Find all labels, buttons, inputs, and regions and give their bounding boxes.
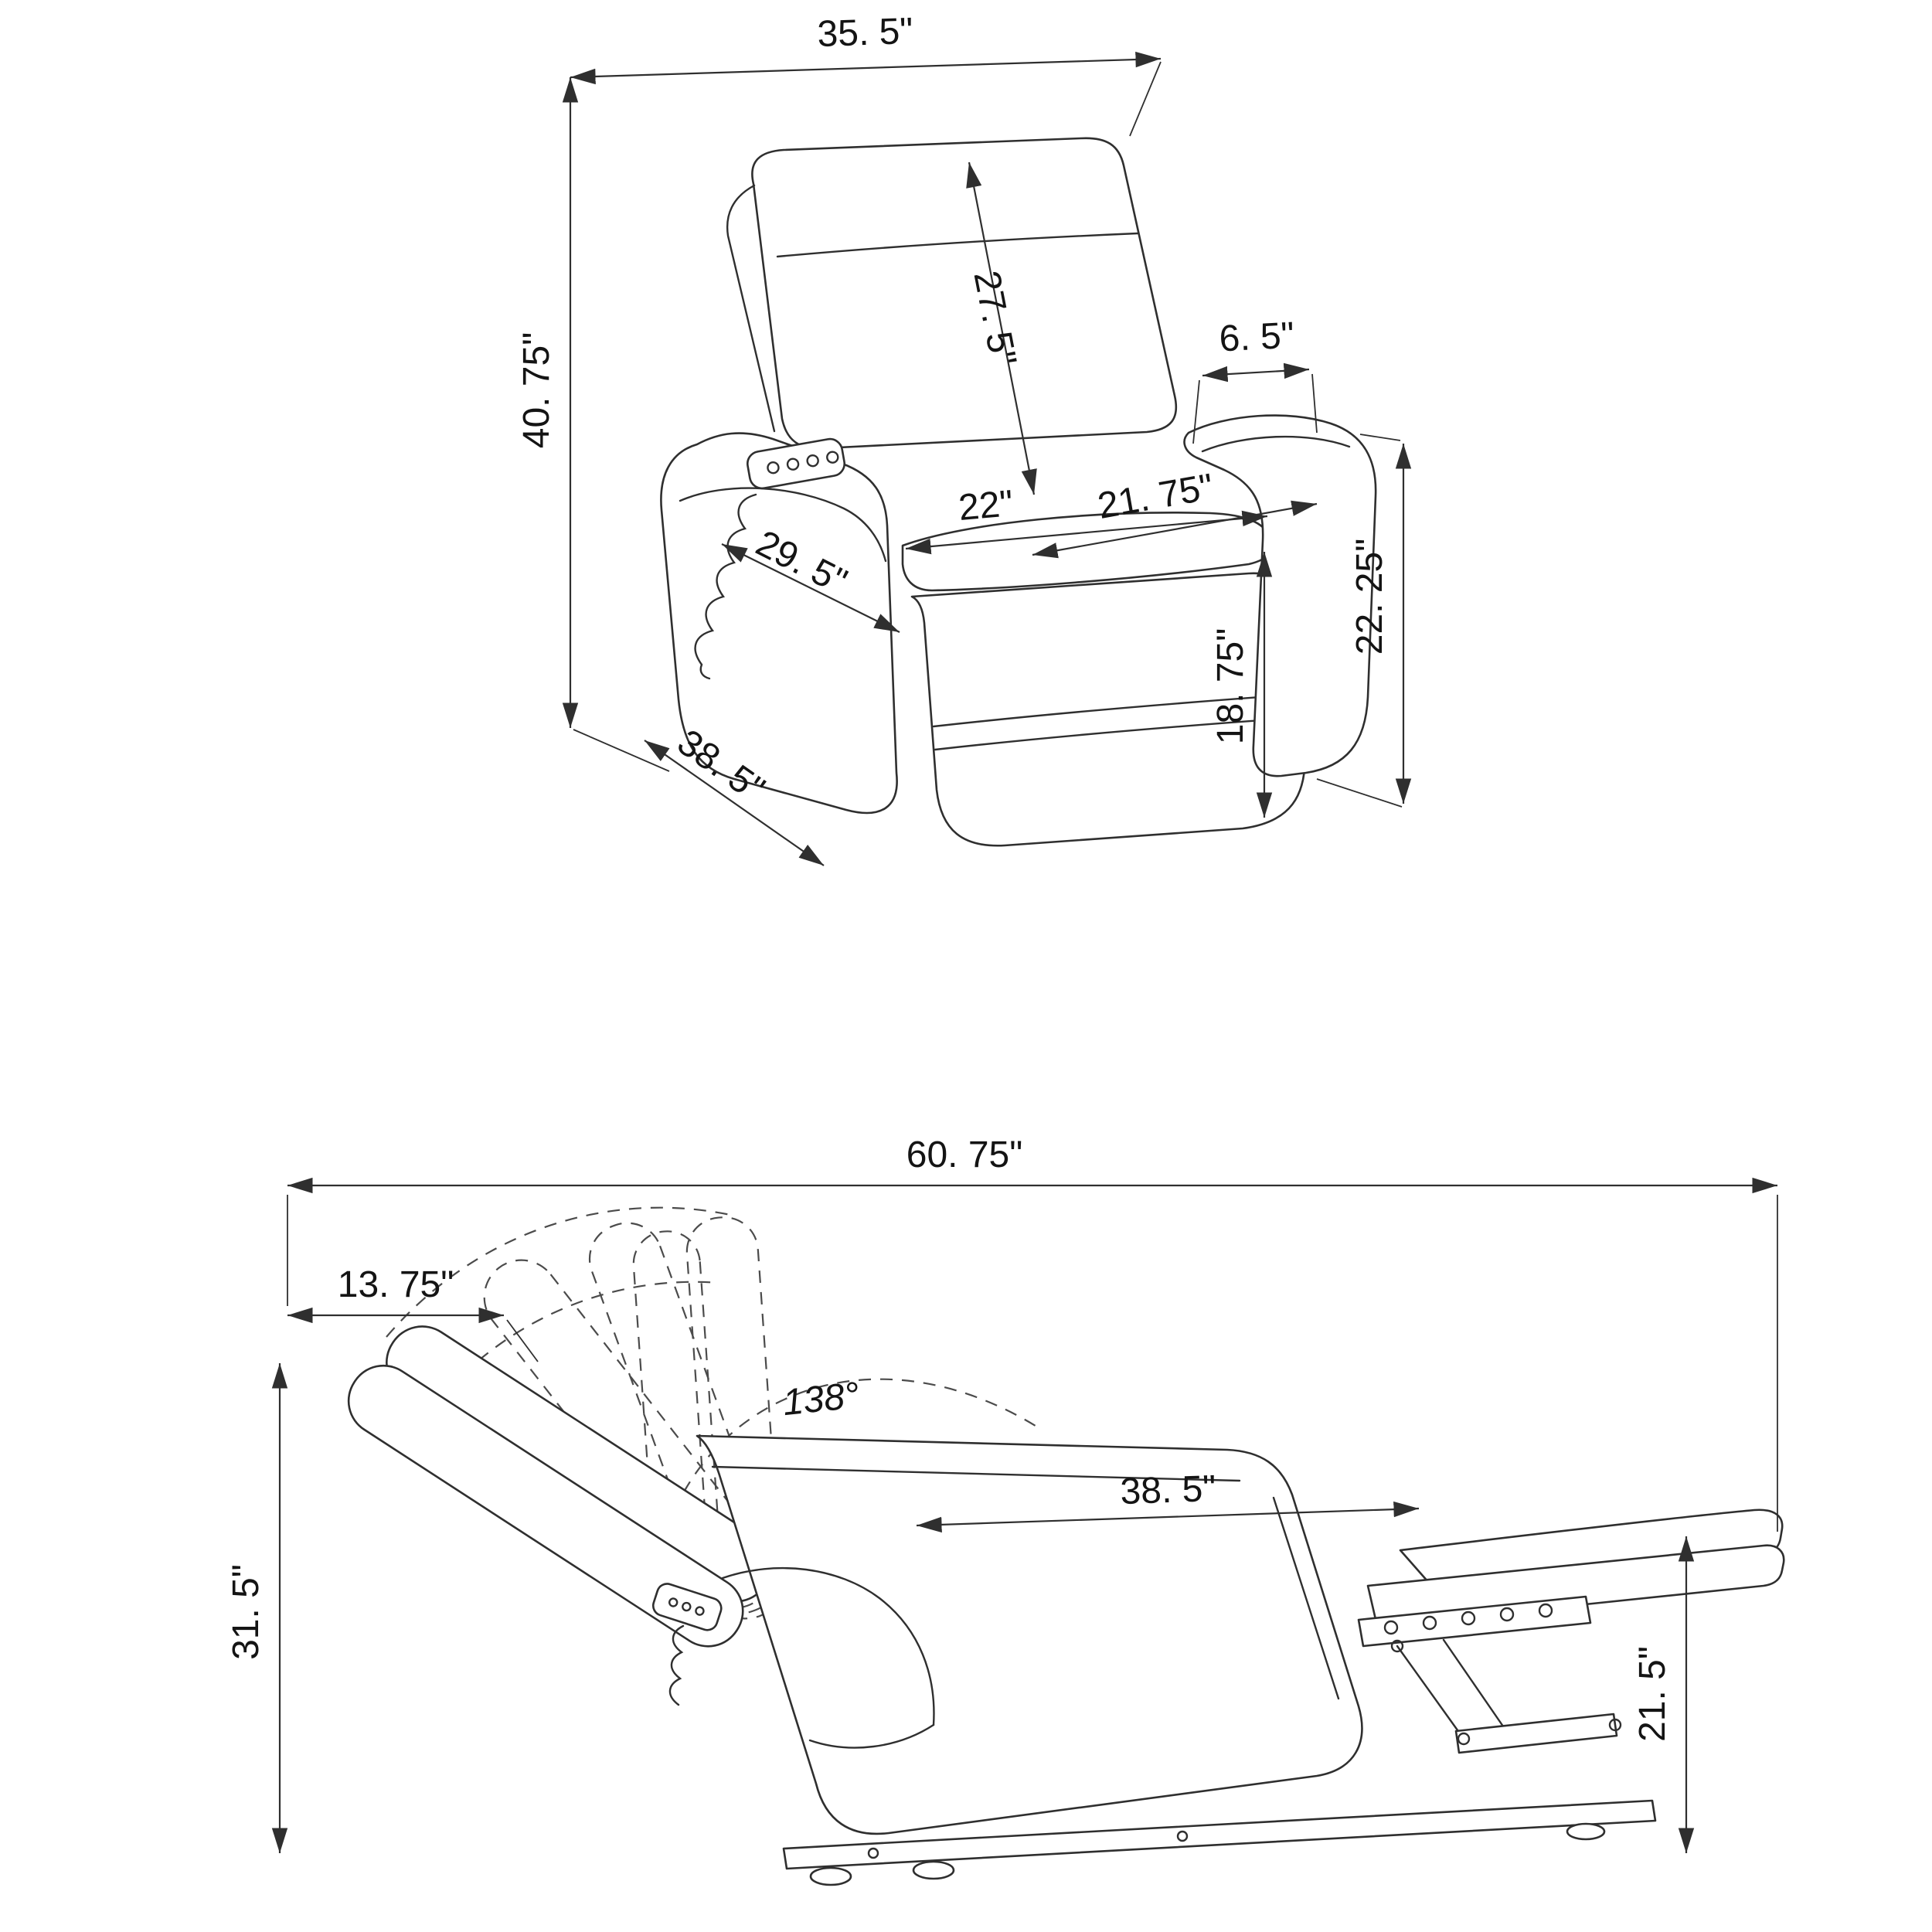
mechanism-joint <box>1608 1718 1622 1732</box>
right-arm-roll-seam <box>1201 435 1351 453</box>
remote-cord <box>668 1624 685 1706</box>
mechanism-joint <box>1390 1639 1404 1653</box>
dim-line <box>1032 500 1318 559</box>
dim-overall-width-label: 35. 5" <box>817 11 914 55</box>
backrest-outline <box>751 137 1178 450</box>
dim-overall-height-label: 40. 75" <box>516 332 557 449</box>
recline-angle-label: 138° <box>781 1375 861 1423</box>
extension-line <box>506 1319 539 1362</box>
dim-armrest-width-label: 6. 5" <box>1218 315 1295 360</box>
remote-button <box>786 457 800 471</box>
dim-backrest-width-label: 38. 5" <box>1120 1468 1217 1512</box>
extension-line <box>1359 434 1401 441</box>
recline-angle-arc <box>672 1378 1043 1512</box>
ghost-backrest-outline <box>685 1216 783 1620</box>
remote-button <box>806 454 819 468</box>
reclined-dimensions: 60. 75" 13. 75" 138° 38. 5" 31. 5" 21. 5… <box>226 1134 1778 1853</box>
dim-headrest-travel: 13. 75" <box>287 1264 504 1324</box>
rail-bolt <box>1176 1830 1189 1842</box>
dim-line <box>966 162 1037 495</box>
ghost-backrest-high <box>588 1222 780 1614</box>
dim-armrest-width: 6. 5" <box>1202 315 1310 383</box>
dim-line <box>916 1501 1420 1533</box>
backrest-side-edge <box>726 184 776 433</box>
dim-line <box>644 740 825 866</box>
extension-line <box>1192 379 1200 444</box>
dim-backrest-width: 38. 5" <box>916 1468 1420 1533</box>
dim-seat-height-label: 18. 75" <box>1210 628 1251 745</box>
extension-line <box>1129 61 1162 137</box>
dim-reclined-back-height-label: 31. 5" <box>226 1564 267 1660</box>
mechanism-link <box>1396 1645 1465 1740</box>
remote-body <box>747 437 845 490</box>
dim-line <box>570 51 1162 85</box>
dim-recline-angle: 138° <box>781 1375 861 1423</box>
dim-armrest-height-label: 22. 25" <box>1349 539 1390 655</box>
base-foot <box>809 1866 852 1886</box>
remote-body <box>651 1583 723 1631</box>
remote-button <box>767 461 780 474</box>
mechanism-link <box>1442 1638 1510 1736</box>
extension-line <box>1316 778 1403 808</box>
dim-overall-width: 35. 5" <box>570 11 1162 85</box>
dim-line <box>1202 362 1310 383</box>
upright-view: 35. 5" 40. 75" 27. 5" 6. 5" 22" 21. 75" <box>516 11 1412 866</box>
remote-button <box>668 1597 679 1607</box>
remote-control-reclined <box>651 1583 723 1706</box>
dim-line <box>721 543 900 633</box>
bracket-hole <box>1422 1615 1437 1631</box>
remote-button <box>682 1601 692 1612</box>
mechanism-lower-bar <box>1454 1713 1618 1754</box>
dim-overall-height: 40. 75" <box>516 77 579 728</box>
extension-line <box>1311 373 1318 434</box>
base-rail <box>782 1799 1657 1870</box>
bracket-hole <box>1538 1603 1553 1618</box>
dim-reclined-length: 60. 75" <box>287 1134 1777 1194</box>
base-assembly <box>782 1799 1657 1886</box>
armrest-front-curve <box>808 1723 935 1749</box>
dim-reclined-length-label: 60. 75" <box>906 1134 1023 1175</box>
remote-button <box>695 1606 705 1616</box>
body-outline <box>696 1434 1363 1835</box>
rail-bolt <box>867 1847 879 1859</box>
headrest-sweep-arc <box>386 1206 731 1338</box>
backrest-seam <box>776 232 1139 258</box>
extension-line <box>573 729 670 772</box>
bracket-hole <box>1499 1607 1515 1622</box>
reclined-chair-drawing <box>347 1206 1785 1886</box>
dim-armrest-height: 22. 25" <box>1349 444 1412 804</box>
upright-chair-drawing <box>660 137 1377 847</box>
base-foot <box>912 1860 955 1880</box>
remote-button <box>826 451 839 464</box>
dim-footrest-height-label: 21. 5" <box>1632 1646 1673 1742</box>
mechanism-joint <box>1457 1732 1471 1746</box>
dim-headrest-travel-label: 13. 75" <box>338 1264 454 1305</box>
back-pillow-lower <box>347 1364 744 1648</box>
dim-reclined-back-height: 31. 5" <box>226 1363 288 1853</box>
footrest-assembly <box>1357 1509 1785 1754</box>
bracket-hole <box>1383 1620 1399 1635</box>
armrest-curve <box>721 1566 935 1726</box>
body-top-seam <box>711 1465 1241 1482</box>
dim-footrest-height: 21. 5" <box>1632 1536 1695 1853</box>
reclined-view: 60. 75" 13. 75" 138° 38. 5" 31. 5" 21. 5… <box>226 1134 1785 1886</box>
dim-seat-height: 18. 75" <box>1210 552 1273 818</box>
ghost-backrest-outline <box>588 1222 780 1614</box>
base-foot <box>1566 1822 1606 1841</box>
dim-seat-width-label: 22" <box>957 483 1015 529</box>
left-arm-roll-seam <box>679 487 887 563</box>
right-arm-outline <box>1183 414 1377 777</box>
bracket-hole <box>1461 1611 1476 1626</box>
